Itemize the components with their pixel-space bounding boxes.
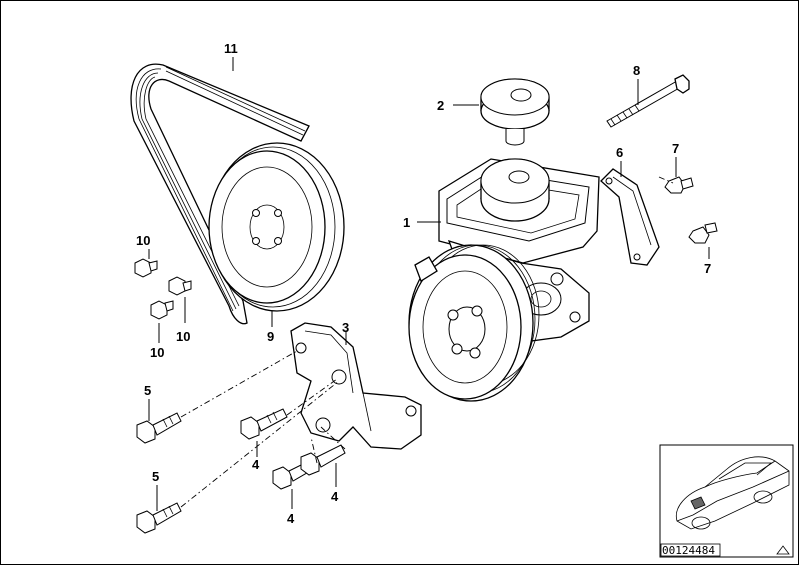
- callout-11: 11: [224, 41, 238, 56]
- bolt-10-a[interactable]: [134, 258, 158, 278]
- callout-10-bottom: 10: [150, 345, 164, 360]
- callout-5-lower: 5: [152, 469, 159, 484]
- filler-cap[interactable]: [480, 78, 550, 146]
- bolt-10-b[interactable]: [168, 276, 192, 296]
- power-steering-pump[interactable]: [408, 158, 600, 402]
- callout-5-upper: 5: [144, 383, 151, 398]
- bracket-bolt-lower[interactable]: [688, 222, 718, 244]
- callout-9: 9: [267, 329, 274, 344]
- pump-carrier[interactable]: [290, 322, 422, 450]
- callout-4-left: 4: [252, 457, 260, 472]
- callout-7-lower: 7: [704, 261, 711, 276]
- vehicle-thumbnail[interactable]: 00124484: [659, 444, 794, 558]
- bolt-10-c[interactable]: [150, 300, 174, 320]
- callout-1: 1: [403, 215, 410, 230]
- car-silhouette: [675, 456, 790, 530]
- callout-7-upper: 7: [672, 141, 679, 156]
- callout-4-right: 4: [331, 489, 339, 504]
- callouts: 11 2 1 8 6 7 7 9 3 10 10 10 5 5 4 4 4: [136, 41, 711, 526]
- reference-number: 00124484: [662, 544, 715, 557]
- callout-6: 6: [616, 145, 623, 160]
- mounting-bracket[interactable]: [600, 168, 660, 266]
- pulley[interactable]: [208, 142, 345, 312]
- callout-10-top: 10: [136, 233, 150, 248]
- long-bolt[interactable]: [606, 74, 690, 128]
- triangle-icon: [776, 545, 790, 555]
- callout-10-right: 10: [176, 329, 190, 344]
- callout-2: 2: [437, 98, 444, 113]
- assembly-lines: [180, 176, 674, 508]
- leader-lines: [148, 57, 710, 511]
- bolt-4-right[interactable]: [300, 444, 346, 476]
- bolt-5-upper[interactable]: [136, 412, 182, 444]
- bolt-5-lower[interactable]: [136, 502, 182, 534]
- bracket-bolt-upper[interactable]: [664, 176, 694, 194]
- callout-3: 3: [342, 320, 349, 335]
- callout-4-mid: 4: [287, 511, 295, 526]
- bolt-4-left[interactable]: [240, 408, 288, 440]
- callout-8: 8: [633, 63, 640, 78]
